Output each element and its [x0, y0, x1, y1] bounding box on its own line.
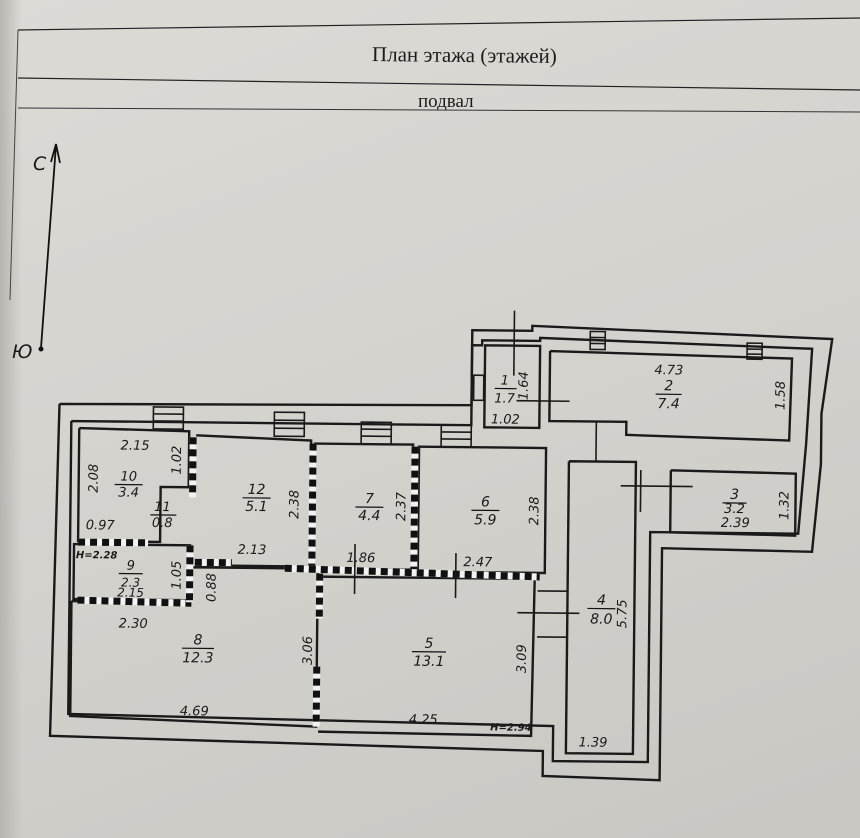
- room-number: 1: [501, 374, 509, 389]
- room-number: 8: [193, 632, 202, 648]
- dim-r6-height: 2.38: [527, 496, 542, 525]
- room-number: 3: [730, 487, 739, 503]
- ceiling-height-right: H=2.94: [490, 722, 532, 733]
- room-3: [668, 469, 798, 537]
- room-number: 9: [127, 559, 135, 574]
- dim-r5-width: 4.25: [409, 713, 438, 728]
- room-label-1: 1 1.7: [494, 374, 517, 407]
- room-area: 3.4: [118, 486, 139, 501]
- room-area: 5.9: [474, 512, 497, 528]
- room-area: 8.0: [590, 611, 613, 627]
- dim-r6-width: 2.47: [463, 555, 493, 570]
- room-4: [564, 460, 638, 756]
- room-number: 6: [481, 494, 490, 510]
- room-label-2: 2 7.4: [655, 378, 682, 412]
- dim-r7-width: 1.86: [346, 551, 375, 566]
- room-number: 12: [248, 482, 266, 498]
- room-number: 10: [120, 470, 137, 485]
- dim-r8-width-top: 2.30: [119, 617, 148, 632]
- block-walls: [77, 437, 540, 727]
- room-area: 7.4: [657, 396, 679, 412]
- room-area: 4.4: [358, 508, 380, 524]
- dim-r1-width: 1.02: [491, 412, 520, 427]
- dim-r8-height: 3.06: [301, 636, 316, 665]
- dim-r3-width: 2.39: [721, 516, 750, 531]
- dim-r1-height: 1.64: [517, 371, 532, 400]
- outer-wall: [48, 324, 834, 782]
- room-5: [318, 575, 536, 738]
- room-area: 1.7: [494, 391, 516, 406]
- room-number: 11: [154, 500, 171, 515]
- room-label-9: 9 2.3: [118, 559, 143, 590]
- room-area: 13.1: [413, 654, 444, 670]
- dim-r5-height: 3.09: [515, 644, 530, 673]
- margin-line: [9, 29, 19, 301]
- room-label-5: 5 13.1: [411, 636, 446, 670]
- room-number: 4: [597, 593, 606, 609]
- dim-r4-width: 1.39: [578, 735, 607, 750]
- subheader-rule: [17, 107, 860, 113]
- room-label-7: 7 4.4: [355, 491, 384, 524]
- ceiling-height-left: H=2.28: [76, 550, 118, 561]
- dim-r8-width: 4.69: [180, 704, 209, 719]
- header-rule: [17, 77, 860, 91]
- dim-r10-height: 2.08: [87, 464, 102, 493]
- room-label-6: 6 5.9: [471, 494, 500, 528]
- room-area: 12.3: [182, 650, 213, 666]
- dim-r12-height: 2.38: [287, 490, 302, 519]
- room-number: 5: [424, 636, 433, 652]
- room-area: 3.2: [724, 502, 745, 517]
- room-number: 7: [365, 491, 374, 507]
- floor-label: подвал: [418, 91, 474, 112]
- room-label-12: 12 5.1: [242, 482, 271, 515]
- dim-r9-height-right: 0.88: [204, 573, 219, 602]
- room-area: 2.3: [121, 576, 140, 590]
- room-label-11: 11 0.8: [150, 500, 177, 531]
- dim-r12-width: 2.13: [237, 543, 266, 558]
- dim-r7-height: 2.37: [394, 491, 409, 521]
- north-label: С: [33, 153, 47, 175]
- room-label-8: 8 12.3: [181, 632, 214, 667]
- dim-r2-height: 1.58: [773, 381, 788, 410]
- room-label-3: 3 3.2: [722, 487, 747, 517]
- room-label-10: 10 3.4: [114, 470, 143, 501]
- dim-r10-width: 2.15: [121, 439, 150, 454]
- room-1: [483, 344, 542, 430]
- dim-r9-width: 2.15: [117, 586, 144, 600]
- dim-r10-width-bottom: 0.97: [86, 518, 116, 533]
- dim-r10-height-right: 1.02: [170, 446, 185, 475]
- windows: [152, 330, 763, 449]
- passage-marks: [353, 310, 693, 639]
- header-top-rule: [17, 17, 860, 31]
- room-2: [548, 349, 794, 442]
- dim-r9-height: 1.05: [170, 561, 185, 590]
- dim-r4-height: 5.75: [615, 599, 630, 628]
- inner-wall: [67, 336, 814, 764]
- page-edge-shadow: [0, 0, 22, 838]
- dim-r3-height: 1.32: [777, 491, 792, 520]
- room-area: 0.8: [152, 516, 173, 531]
- room-label-4: 4 8.0: [587, 593, 616, 628]
- room-area: 5.1: [245, 499, 267, 515]
- room-number: 2: [664, 378, 673, 394]
- south-label: Ю: [12, 341, 33, 363]
- compass-arrow: [38, 143, 61, 352]
- dim-r2-width: 4.73: [654, 363, 683, 378]
